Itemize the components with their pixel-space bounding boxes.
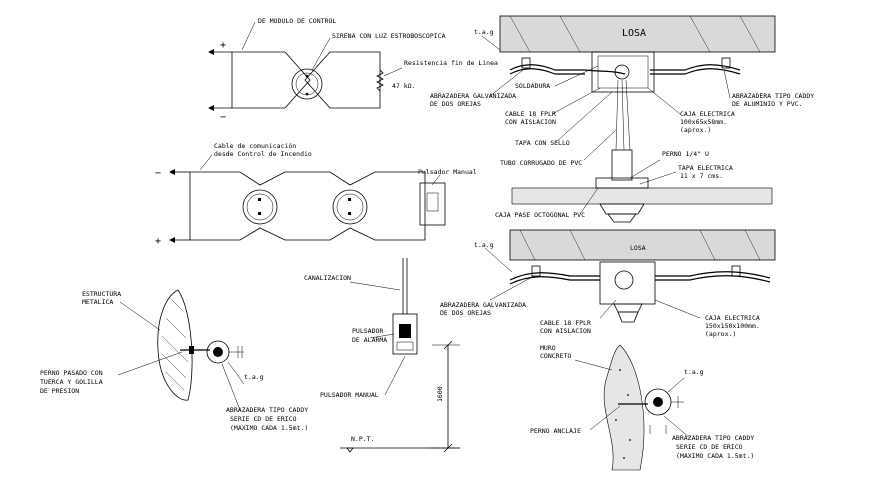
label-tag-7: t.a.g (684, 368, 704, 376)
slab-detector-detail-2: t.a.g LOSA ABRAZADERA GALVANIZADA DE DOS… (440, 229, 776, 338)
label-npt: N.P.T. (351, 435, 374, 443)
label-caja-5b: 100x65x58mm. (680, 118, 727, 126)
label-caddy-7a: ABRAZADERA TIPO CADDY (672, 434, 754, 442)
label-galv-6b: DE DOS OREJAS (440, 309, 491, 317)
label-metalica: METALICA (82, 298, 113, 306)
label-tubo: TUBO CORRUGADO DE PVC (500, 159, 582, 167)
label-caddy-2: DE ALUMINIO Y PVC. (732, 100, 802, 108)
label-caja-6b: 150x150x100mm. (705, 322, 760, 330)
label-galv-2: DE DOS OREJAS (430, 100, 481, 108)
manual-pull-box (419, 182, 446, 226)
detector-2 (332, 189, 368, 225)
label-muro: MURO (540, 344, 556, 352)
label-perno-u: PERNO 1/4" U (662, 150, 709, 158)
label-abraz-1: ABRAZADERA TIPO CADDY (226, 406, 308, 414)
label-caja-5a: CAJA ELECTRICA (680, 110, 735, 118)
label-perno-3: DE PRESION (40, 387, 79, 395)
label-modulo: DE MODULO DE CONTROL (258, 17, 336, 25)
ceiling-panel (511, 187, 773, 205)
label-abraz-3: (MAXIMO CADA 1.5mt.) (230, 424, 308, 432)
label-cable-1: Cable de comunicación (214, 142, 296, 150)
label-galv-1: ABRAZADERA GALVANIZADA (430, 92, 516, 100)
label-caddy-7c: (MAXIMO CADA 1.5mt.) (676, 452, 754, 460)
siren-wiring-detail: DE MODULO DE CONTROL SIRENA CON LUZ ESTR… (208, 17, 498, 123)
label-tag-3: t.a.g (244, 373, 264, 381)
end-of-line-resistor (376, 69, 384, 92)
minus-sign-2: − (155, 168, 161, 179)
label-caja-6c: (aprox.) (705, 330, 736, 338)
slab-detector-detail: t.a.g LOSA SOLDADURA ABRAZADERA GALVANIZ… (430, 15, 814, 223)
pull-station-elevation-detail: CANALIZACION PULSADOR DE ALARMA PULSADOR… (304, 258, 460, 453)
label-cable-5b: CON AISLACION (505, 118, 556, 126)
label-losa-1: LOSA (622, 28, 646, 39)
concrete-wall-clamp-detail: MURO CONCRETO t.a.g PERNO ANCLAJE ABRAZA… (530, 344, 754, 471)
label-perno-2: TUERCA Y GOLILLA (40, 378, 103, 386)
label-pulsador: PULSADOR (352, 327, 383, 335)
detector-head-2 (613, 303, 643, 313)
label-losa-2: LOSA (630, 244, 646, 252)
label-cable-6a: CABLE 18 FPLR (540, 319, 591, 327)
slab-1 (499, 15, 776, 53)
plus-sign: + (220, 40, 226, 51)
label-ohm: 47 kΩ. (392, 82, 415, 90)
siren-circle (291, 68, 323, 100)
label-tapa-sello: TAPA CON SELLO (515, 139, 570, 147)
label-canalizacion: CANALIZACION (304, 274, 351, 282)
electrical-box-1 (591, 51, 655, 93)
detector-head-1 (599, 203, 645, 215)
label-caddy-7b: SERIE CD DE ERICO (676, 443, 743, 451)
label-cable-2: desde Control de Incendio (214, 150, 312, 158)
label-resistencia: Resistencia fin de Linea (404, 59, 498, 67)
label-concreto: CONCRETO (540, 352, 571, 360)
label-cable-6b: CON AISLACION (540, 327, 591, 335)
pull-station-wiring-detail: Cable de comunicación desde Control de I… (155, 142, 477, 247)
electrical-box-2 (599, 261, 656, 305)
label-caja-pase: CAJA PASE OCTOGONAL PVC (495, 211, 585, 219)
label-estructura: ESTRUCTURA (82, 290, 121, 298)
label-tag-6: t.a.g (474, 241, 494, 249)
label-sirena: SIRENA CON LUZ ESTROBOSCOPICA (332, 32, 446, 40)
minus-sign: − (220, 112, 226, 123)
detector-1 (242, 189, 278, 225)
label-perno-1: PERNO PASADO CON (40, 369, 103, 377)
label-tag-5: t.a.g (474, 28, 494, 36)
label-dimension: 1600 (436, 386, 444, 402)
label-caddy-1: ABRAZADERA TIPO CADDY (732, 92, 814, 100)
label-caja-6a: CAJA ELECTRICA (705, 314, 760, 322)
label-alarma: DE ALARMA (352, 336, 387, 344)
label-anclaje: PERNO ANCLAJE (530, 427, 581, 435)
slab-2 (509, 229, 776, 261)
label-galv-6a: ABRAZADERA GALVANIZADA (440, 301, 526, 309)
label-tapa-electrica: TAPA ELECTRICA (678, 164, 733, 172)
concrete-wall (603, 344, 645, 471)
label-cable-5a: CABLE 18 FPLR (505, 110, 556, 118)
label-pulsador-manual-elev: PULSADOR MANUAL (320, 391, 379, 399)
label-soldadura: SOLDADURA (515, 82, 550, 90)
plus-sign-2: + (155, 236, 161, 247)
label-abraz-2: SERIE CD DE ERICO (230, 415, 297, 423)
label-pulsador-manual: Pulsador Manual (418, 168, 477, 176)
metal-structure-clamp-detail: ESTRUCTURA METALICA PERNO PASADO CON TUE… (40, 289, 308, 432)
label-caja-5c: (aprox.) (680, 126, 711, 134)
label-tapa-size: 11 x 7 cms. (680, 172, 723, 180)
